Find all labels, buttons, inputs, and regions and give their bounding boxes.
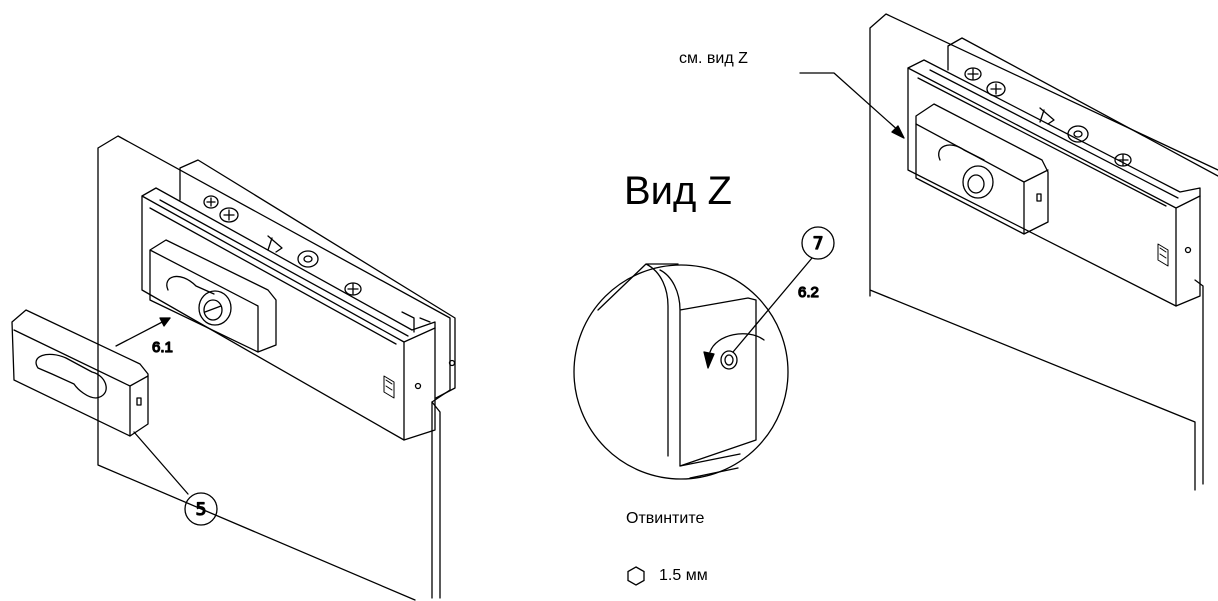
side-slots-left <box>401 311 431 333</box>
side-hole-left <box>414 382 422 390</box>
left-assembly <box>11 135 456 601</box>
detail-view-z <box>573 226 835 480</box>
cover-cap-right <box>915 103 1049 235</box>
detail-frame-line <box>679 453 741 479</box>
screw-left-3 <box>297 250 319 268</box>
side-hole-left-2 <box>448 359 456 367</box>
step-6-2-label: 6.2 <box>798 284 819 301</box>
detail-screw-inner <box>724 354 734 366</box>
instruction-text: Отвинтите <box>626 510 705 527</box>
leader-item-5 <box>133 431 189 495</box>
tool-size: 1.5 мм <box>659 567 708 584</box>
detail-circle <box>573 264 789 480</box>
detail-door-edge <box>597 263 757 467</box>
tool-spec: 1.5 мм <box>627 565 708 587</box>
brand-mark-right <box>1157 243 1169 267</box>
cylinder-slot-left <box>204 305 222 313</box>
removal-arrow-6-1 <box>115 317 171 347</box>
glass-panel-right <box>869 13 1218 491</box>
lock-body-left <box>141 187 436 441</box>
leader-arrowhead <box>891 125 905 139</box>
mount-plate-right <box>947 37 1218 177</box>
lock-body-inner-left <box>149 199 409 345</box>
item-7-number: 7 <box>813 234 824 254</box>
cylinder-core-left <box>198 290 232 326</box>
side-hole-right <box>1184 246 1192 254</box>
cover-cap-left <box>11 309 149 437</box>
cylinder-inner-left <box>203 299 223 321</box>
brand-mark-left <box>383 375 395 399</box>
screw-right-4 <box>1114 153 1132 167</box>
leader-see-view <box>799 72 901 133</box>
screw-right-3 <box>1067 125 1089 143</box>
right-assembly <box>799 13 1218 491</box>
item-5-number: 5 <box>196 500 207 520</box>
screw-right-1 <box>964 67 982 81</box>
lock-body-face-left <box>141 195 436 441</box>
lock-body-right <box>907 59 1201 307</box>
glass-edge-right <box>1194 279 1204 485</box>
view-title: Вид Z <box>624 169 732 213</box>
keyhole-left <box>166 275 215 295</box>
detail-screw-outer <box>720 350 738 370</box>
cylinder-housing-left <box>149 239 277 353</box>
keyhole-slot-cover <box>35 353 107 399</box>
cylinder-core-right <box>962 165 994 199</box>
clamp-bracket-right <box>1039 107 1055 125</box>
lock-body-inner-right <box>917 69 1179 207</box>
item-5-balloon <box>184 492 218 526</box>
screw-left-4 <box>344 282 362 296</box>
see-view-label: см. вид Z <box>679 50 748 67</box>
screw-right-2 <box>986 81 1006 97</box>
removal-arrowhead <box>159 317 171 327</box>
rotation-arrowhead <box>703 351 715 369</box>
hex-key-icon <box>627 566 645 586</box>
unscrew-rotation-arrow <box>709 333 765 353</box>
screw-left-1 <box>203 195 219 209</box>
glass-edge-left <box>431 401 441 599</box>
item-7-balloon <box>801 226 835 260</box>
step-6-1-label: 6.1 <box>152 339 173 356</box>
clamp-bracket-left <box>267 235 283 253</box>
lock-body-face-right <box>907 67 1201 307</box>
screw-left-2 <box>219 207 239 223</box>
leader-item-7 <box>732 257 813 353</box>
mount-plate-left <box>179 159 456 399</box>
glass-panel-left <box>97 135 451 601</box>
